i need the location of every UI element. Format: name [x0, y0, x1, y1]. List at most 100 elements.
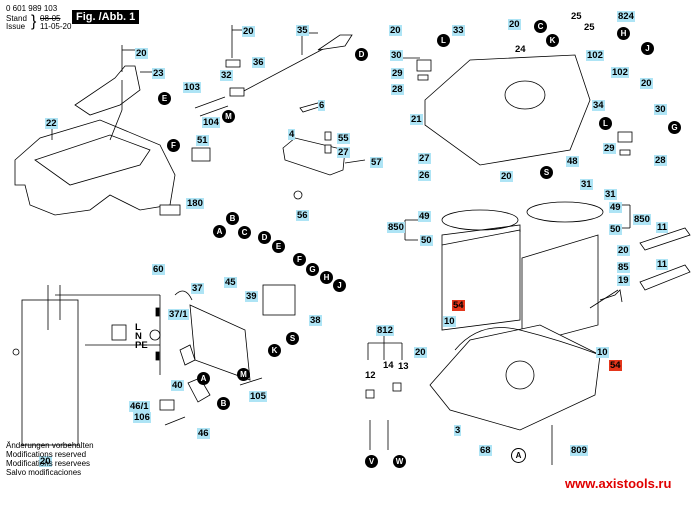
- stand-label: Stand: [6, 14, 27, 23]
- part-label[interactable]: 25: [571, 11, 582, 22]
- part-label[interactable]: 809: [570, 445, 588, 456]
- part-label[interactable]: 20: [617, 245, 630, 256]
- part-label[interactable]: 45: [224, 277, 237, 288]
- part-label[interactable]: 4: [288, 129, 296, 140]
- part-label[interactable]: 57: [370, 157, 383, 168]
- part-label[interactable]: 24: [515, 44, 526, 55]
- part-label[interactable]: 19: [617, 275, 630, 286]
- part-label[interactable]: 20: [414, 347, 427, 358]
- part-label[interactable]: 20: [242, 26, 255, 37]
- part-label[interactable]: 20: [39, 456, 52, 467]
- part-label[interactable]: 104: [202, 117, 220, 128]
- part-label[interactable]: 3: [454, 425, 462, 436]
- part-label[interactable]: 27: [418, 153, 431, 164]
- connection-callout: E: [158, 92, 171, 105]
- part-label[interactable]: 102: [586, 50, 604, 61]
- part-label[interactable]: 20: [389, 25, 402, 36]
- part-label[interactable]: 20: [500, 171, 513, 182]
- part-label[interactable]: 46/1: [129, 401, 150, 412]
- connection-callout: J: [641, 42, 654, 55]
- part-label-highlighted[interactable]: 54: [452, 300, 465, 311]
- part-label[interactable]: 39: [245, 291, 258, 302]
- part-label[interactable]: 12: [365, 370, 376, 381]
- part-label[interactable]: 31: [604, 189, 617, 200]
- part-label[interactable]: 40: [171, 380, 184, 391]
- part-label[interactable]: 29: [603, 143, 616, 154]
- part-label[interactable]: 27: [337, 147, 350, 158]
- website-link[interactable]: www.axistools.ru: [565, 476, 672, 491]
- part-label[interactable]: 50: [609, 224, 622, 235]
- connection-callout: L: [437, 34, 450, 47]
- connection-callout: D: [258, 231, 271, 244]
- part-label[interactable]: 28: [654, 155, 667, 166]
- note-line: Änderungen vorbehalten: [6, 441, 94, 450]
- part-label[interactable]: 38: [309, 315, 322, 326]
- connection-callout: B: [217, 397, 230, 410]
- part-label[interactable]: 13: [398, 361, 409, 372]
- part-label[interactable]: 34: [592, 100, 605, 111]
- part-label[interactable]: 20: [640, 78, 653, 89]
- part-label[interactable]: 10: [443, 316, 456, 327]
- part-label[interactable]: 20: [508, 19, 521, 30]
- connection-callout: V: [365, 455, 378, 468]
- part-label[interactable]: 11: [656, 259, 669, 270]
- part-label[interactable]: 48: [566, 156, 579, 167]
- part-label[interactable]: 35: [296, 25, 309, 36]
- part-label[interactable]: 30: [390, 50, 403, 61]
- part-label[interactable]: 37: [191, 283, 204, 294]
- issue-label: Issue: [6, 22, 26, 31]
- part-label[interactable]: 49: [418, 211, 431, 222]
- part-label[interactable]: 824: [617, 11, 635, 22]
- part-label[interactable]: 103: [183, 82, 201, 93]
- connection-callout: G: [668, 121, 681, 134]
- part-label[interactable]: 37/1: [168, 309, 189, 320]
- part-label[interactable]: 68: [479, 445, 492, 456]
- part-label[interactable]: 850: [633, 214, 651, 225]
- part-label[interactable]: 30: [654, 104, 667, 115]
- part-label[interactable]: 21: [410, 114, 423, 125]
- part-label[interactable]: 49: [609, 202, 622, 213]
- connection-callout: S: [540, 166, 553, 179]
- connection-callout: L: [599, 117, 612, 130]
- part-label[interactable]: 11: [656, 222, 669, 233]
- figure-label: Fig. /Abb. 1: [72, 10, 140, 24]
- part-label-highlighted[interactable]: 54: [609, 360, 622, 371]
- part-label[interactable]: 46: [197, 428, 210, 439]
- part-label[interactable]: 20: [135, 48, 148, 59]
- part-label[interactable]: 812: [376, 325, 394, 336]
- part-label[interactable]: 50: [420, 235, 433, 246]
- part-label[interactable]: 14: [383, 360, 394, 371]
- part-label[interactable]: 22: [45, 118, 58, 129]
- connection-callout: K: [268, 344, 281, 357]
- part-label[interactable]: 60: [152, 264, 165, 275]
- connection-callout: A: [197, 372, 210, 385]
- part-label[interactable]: 33: [452, 25, 465, 36]
- part-label[interactable]: 23: [152, 68, 165, 79]
- part-label[interactable]: 55: [337, 133, 350, 144]
- connection-callout: E: [272, 240, 285, 253]
- connection-callout: G: [306, 263, 319, 276]
- part-label[interactable]: 26: [418, 170, 431, 181]
- part-label[interactable]: 56: [296, 210, 309, 221]
- part-label[interactable]: 31: [580, 179, 593, 190]
- terminal-L: L: [135, 322, 141, 333]
- brace: }: [31, 13, 37, 30]
- notes: Änderungen vorbehalten Modifications res…: [6, 441, 94, 477]
- part-label[interactable]: 106: [133, 412, 151, 423]
- part-label[interactable]: 25: [584, 22, 595, 33]
- part-label[interactable]: 102: [611, 67, 629, 78]
- part-label[interactable]: 32: [220, 70, 233, 81]
- part-label[interactable]: 51: [196, 135, 209, 146]
- connection-callout: H: [617, 27, 630, 40]
- part-label[interactable]: 180: [186, 198, 204, 209]
- part-label[interactable]: 850: [387, 222, 405, 233]
- note-line: Salvo modificaciones: [6, 468, 82, 477]
- part-label[interactable]: 36: [252, 57, 265, 68]
- part-label[interactable]: 6: [318, 100, 326, 111]
- part-label[interactable]: 10: [596, 347, 609, 358]
- part-label[interactable]: 28: [391, 84, 404, 95]
- connection-callout: W: [393, 455, 406, 468]
- part-label[interactable]: 29: [391, 68, 404, 79]
- part-label[interactable]: 85: [617, 262, 630, 273]
- part-label[interactable]: 105: [249, 391, 267, 402]
